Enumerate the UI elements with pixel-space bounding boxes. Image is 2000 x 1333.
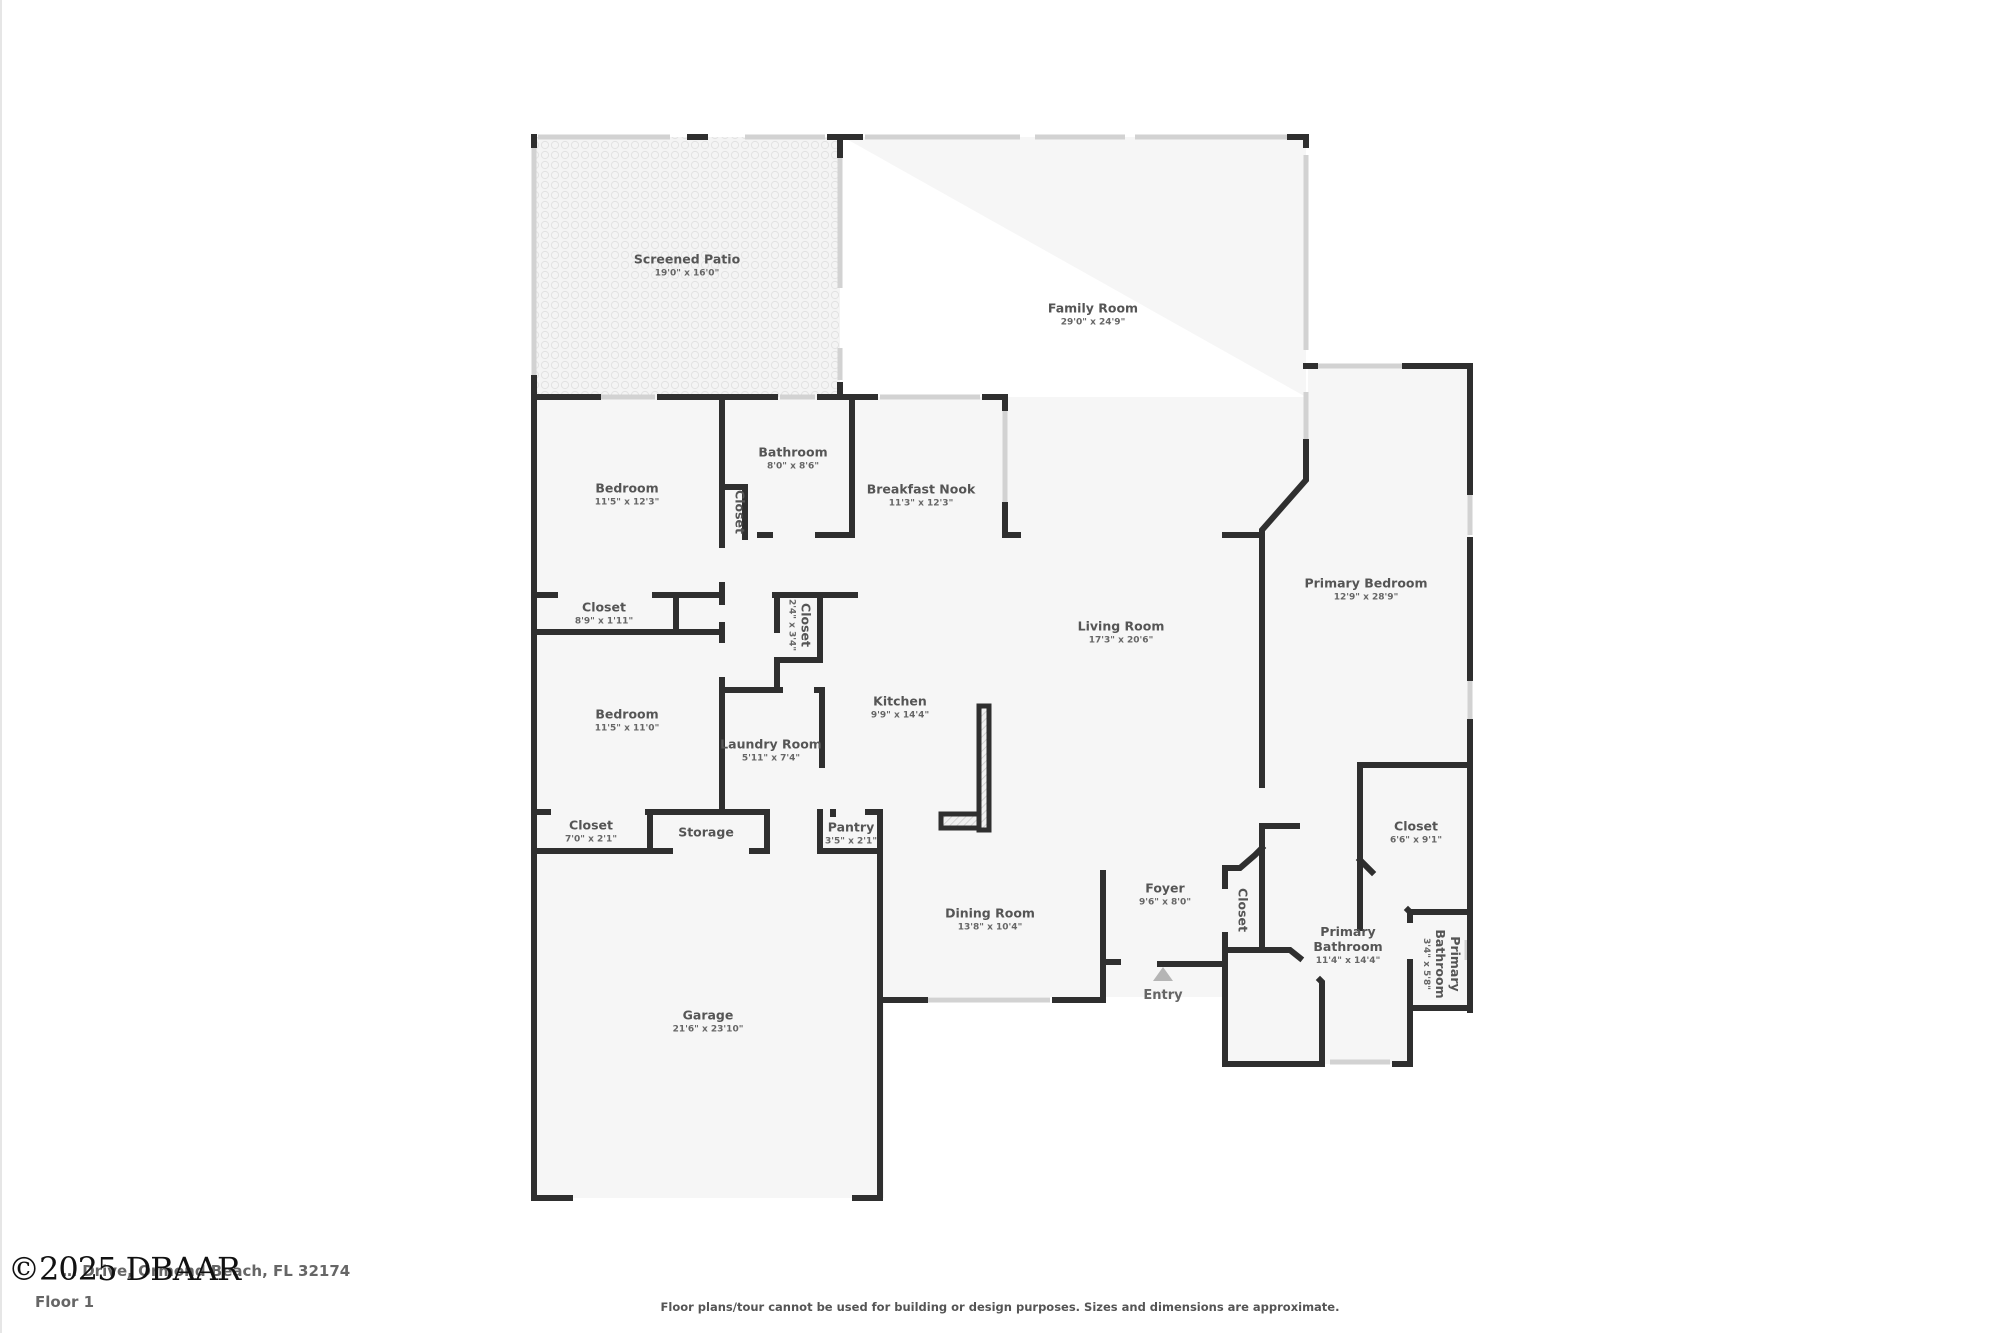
- room-dimensions: 11'5" x 11'0": [594, 723, 660, 734]
- room-dimensions: 9'6" x 8'0": [1138, 897, 1192, 908]
- room-name: Closet: [569, 817, 613, 833]
- room-name: Closet: [582, 599, 626, 615]
- room-bedroom-2: Bedroom 11'5" x 11'0": [595, 707, 660, 734]
- disclaimer-text: Floor plans/tour cannot be used for buil…: [660, 1300, 1340, 1314]
- room-hall-closet: Closet 2'4" x 3'4": [787, 599, 814, 651]
- room-dining-room: Dining Room 13'8" x 10'4": [945, 906, 1035, 933]
- room-dimensions: 11'5" x 12'3": [594, 497, 660, 508]
- entry-arrow-icon: [1153, 967, 1173, 981]
- floor-name: Floor 1: [35, 1293, 95, 1311]
- room-garage: Garage 21'6" x 23'10": [673, 1008, 744, 1035]
- room-laundry-room: Laundry Room 5'11" x 7'4": [720, 737, 822, 764]
- room-name: Dining Room: [945, 905, 1035, 921]
- room-dimensions: 3'4" x 5'8": [1421, 937, 1431, 990]
- entry-label: Entry: [1143, 988, 1183, 1003]
- room-name: Closet: [1394, 818, 1438, 834]
- room-dimensions: 29'0" x 24'9": [1060, 317, 1126, 328]
- room-dimensions: 5'11" x 7'4": [741, 753, 801, 764]
- room-name: Laundry Room: [720, 736, 822, 752]
- room-family-room: Family Room 29'0" x 24'9": [1048, 301, 1138, 328]
- room-primary-bedroom: Primary Bedroom 12'9" x 28'9": [1304, 576, 1427, 603]
- room-dimensions: 3'5" x 2'1": [824, 836, 878, 847]
- room-name: Primary Bathroom: [1313, 924, 1383, 954]
- room-name: Garage: [682, 1007, 734, 1023]
- room-screened-patio: Screened Patio 19'0" x 16'0": [634, 252, 740, 279]
- room-name: Living Room: [1077, 618, 1165, 634]
- walls: [531, 134, 1473, 1201]
- room-name: Breakfast Nook: [866, 481, 976, 497]
- room-dimensions: 11'3" x 12'3": [888, 498, 954, 509]
- room-closet-1: Closet 8'9" x 1'11": [575, 600, 633, 627]
- room-name: Storage: [678, 824, 734, 840]
- property-address: … Drive, Ormond Beach, FL 32174: [62, 1262, 351, 1280]
- room-dimensions: 9'9" x 14'4": [870, 710, 930, 721]
- room-dimensions: 12'9" x 28'9": [1333, 592, 1399, 603]
- room-name: Bathroom: [758, 444, 828, 460]
- room-name: Foyer: [1145, 880, 1185, 896]
- room-dimensions: 11'4" x 14'4": [1315, 956, 1381, 966]
- image-border: [0, 0, 2, 1333]
- room-primary-bathroom: Primary Bathroom 11'4" x 14'4": [1313, 924, 1383, 966]
- room-dimensions: 17'3" x 20'6": [1088, 635, 1154, 646]
- room-dimensions: 13'8" x 10'4": [957, 922, 1023, 933]
- room-dimensions: 21'6" x 23'10": [672, 1024, 744, 1035]
- room-name: Bedroom: [595, 706, 659, 722]
- room-name: Bedroom: [595, 480, 659, 496]
- room-name: Primary Bedroom: [1304, 575, 1428, 591]
- room-dimensions: 8'9" x 1'11": [574, 616, 634, 627]
- room-closet-2: Closet 7'0" x 2'1": [565, 818, 617, 845]
- room-pantry: Pantry 3'5" x 2'1": [825, 820, 877, 847]
- room-dimensions: 19'0" x 16'0": [654, 268, 720, 279]
- room-dimensions: 6'6" x 9'1": [1389, 835, 1443, 846]
- room-name: Closet: [798, 603, 814, 647]
- room-name: Screened Patio: [633, 251, 741, 267]
- room-foyer: Foyer 9'6" x 8'0": [1139, 881, 1191, 908]
- room-foyer-closet: Closet: [1236, 888, 1251, 932]
- room-name: Family Room: [1047, 300, 1139, 316]
- room-name: Pantry: [827, 819, 875, 835]
- room-kitchen: Kitchen 9'9" x 14'4": [871, 694, 929, 721]
- room-primary-bathroom-2: Primary Bathroom 3'4" x 5'8": [1421, 929, 1463, 999]
- room-bath-closet: Closet: [733, 490, 748, 534]
- room-dimensions: 8'0" x 8'6": [766, 461, 820, 472]
- floor-fills: [534, 137, 1470, 1198]
- room-name: Kitchen: [873, 693, 927, 709]
- room-living-room: Living Room 17'3" x 20'6": [1078, 619, 1165, 646]
- room-storage: Storage: [678, 825, 734, 840]
- room-bedroom-1: Bedroom 11'5" x 12'3": [595, 481, 660, 508]
- room-name: Closet: [732, 490, 748, 534]
- copyright-watermark: ©2025 DBAAR: [8, 1250, 241, 1288]
- room-breakfast-nook: Breakfast Nook 11'3" x 12'3": [867, 482, 976, 509]
- room-dimensions: 7'0" x 2'1": [564, 834, 618, 845]
- room-dimensions: 2'4" x 3'4": [786, 598, 797, 652]
- room-bathroom: Bathroom 8'0" x 8'6": [758, 445, 827, 472]
- room-name: Closet: [1235, 888, 1251, 932]
- windows: [531, 134, 1473, 1065]
- room-name: Primary Bathroom: [1433, 929, 1463, 999]
- room-primary-closet: Closet 6'6" x 9'1": [1390, 819, 1442, 846]
